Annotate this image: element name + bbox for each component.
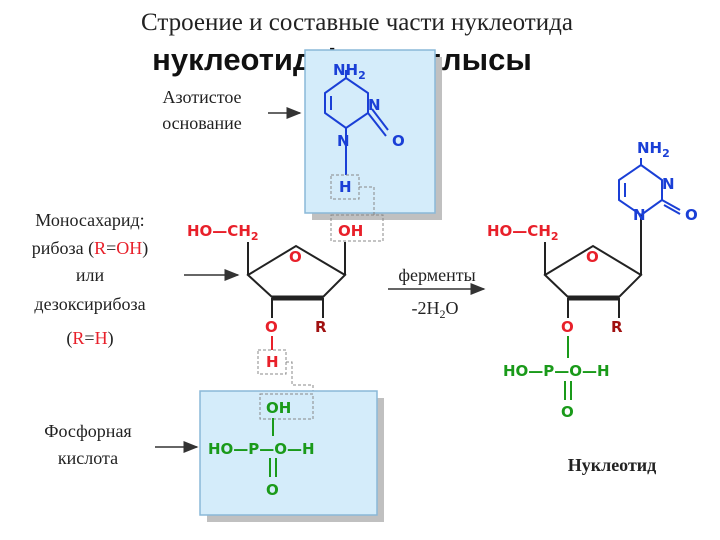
sugar-right-c3-o-label: O	[561, 318, 574, 336]
mono-label-line2: рибоза (R=OH)	[32, 238, 149, 259]
cytosine-left	[324, 70, 389, 175]
mono-label-line3: или	[76, 265, 105, 285]
nucleotide-label: Нуклеотид	[568, 455, 657, 475]
base-box	[304, 49, 436, 214]
sugar-left	[246, 242, 347, 318]
acid-o-label: O	[266, 481, 279, 499]
sugar-c3-o-label: O	[265, 318, 278, 336]
acid-box	[199, 390, 378, 516]
enzymes-label: ферменты	[398, 265, 475, 285]
cytosine-co-double	[371, 108, 389, 131]
acid-oh-label: OH	[266, 399, 291, 417]
sugar-right-ho-ch2-label: HO—CH2	[487, 222, 559, 243]
cytosine-right-n3-label: N	[662, 175, 675, 193]
sugar-right-ring-o-label: O	[586, 248, 599, 266]
sugar-right-r-label: R	[611, 318, 623, 336]
cytosine-nh2-label: NH2	[333, 61, 366, 82]
cytosine-co-bond	[367, 112, 387, 137]
sugar-ring	[246, 244, 347, 298]
cytosine-n3-label: N	[368, 96, 381, 114]
cytosine-right-co-double	[663, 204, 681, 215]
product-o-label: O	[561, 403, 574, 421]
acid-label-line2: кислота	[58, 448, 118, 468]
cytosine-right	[618, 158, 681, 275]
water-oh-box-lower	[259, 393, 314, 420]
sugar-ho-ch2-label: HO—CH2	[187, 222, 259, 243]
base-label-line2: основание	[162, 113, 242, 133]
mono-label-line4: дезоксирибоза	[34, 294, 145, 314]
mono-label-line5: (R=H)	[66, 328, 113, 349]
cytosine-right-co-bond	[661, 199, 681, 211]
acid-label-line1: Фосфорная	[44, 421, 131, 441]
cytosine-right-n1-label: N	[633, 206, 646, 224]
base-label-line1: Азотистое	[162, 87, 241, 107]
water-link-lower	[286, 361, 314, 395]
water-oh-box	[330, 214, 384, 242]
cytosine-right-nh2-label: NH2	[637, 139, 670, 160]
sugar-ring-o-label: O	[289, 248, 302, 266]
sugar-c1-oh-label: OH	[338, 222, 363, 240]
water-loss-label: -2H2O	[412, 298, 459, 321]
water-link-upper	[359, 186, 375, 215]
acid-ho-p-oh-label: HO—P—O—H	[208, 440, 315, 458]
sugar-right	[543, 242, 643, 318]
sugar-r-label: R	[315, 318, 327, 336]
title-russian: Строение и составные части нуклеотида	[141, 9, 573, 36]
product-ho-p-oh-label: HO—P—O—H	[503, 362, 610, 380]
sugar-right-ring	[543, 244, 643, 298]
cytosine-o-label: O	[392, 132, 405, 150]
cytosine-h-label: H	[339, 178, 352, 196]
cytosine-n1-label: N	[337, 132, 350, 150]
sugar-h-label: H	[266, 353, 279, 371]
cytosine-right-o-label: O	[685, 206, 698, 224]
mono-label-line1: Моносахарид:	[35, 210, 144, 230]
